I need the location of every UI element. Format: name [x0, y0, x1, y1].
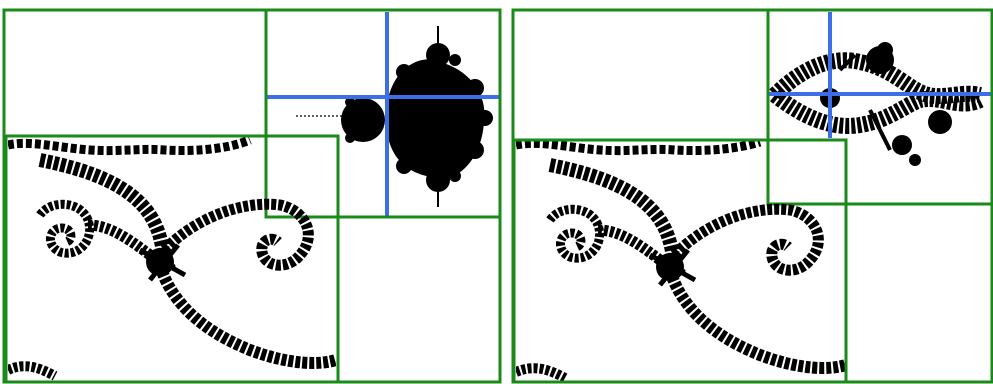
left-empty-box	[4, 10, 266, 136]
left-panel	[0, 0, 503, 384]
right-panel	[510, 0, 993, 384]
left-julia-view	[8, 140, 336, 376]
right-julia-preview[interactable]	[768, 12, 993, 166]
left-panel-canvas	[0, 0, 503, 384]
right-preview-frame	[768, 10, 992, 204]
right-outer-frame	[513, 10, 992, 382]
right-julia-view	[516, 142, 846, 378]
right-empty-box	[513, 10, 768, 140]
left-mandelbrot-preview[interactable]	[266, 12, 499, 217]
right-panel-canvas	[510, 0, 993, 384]
